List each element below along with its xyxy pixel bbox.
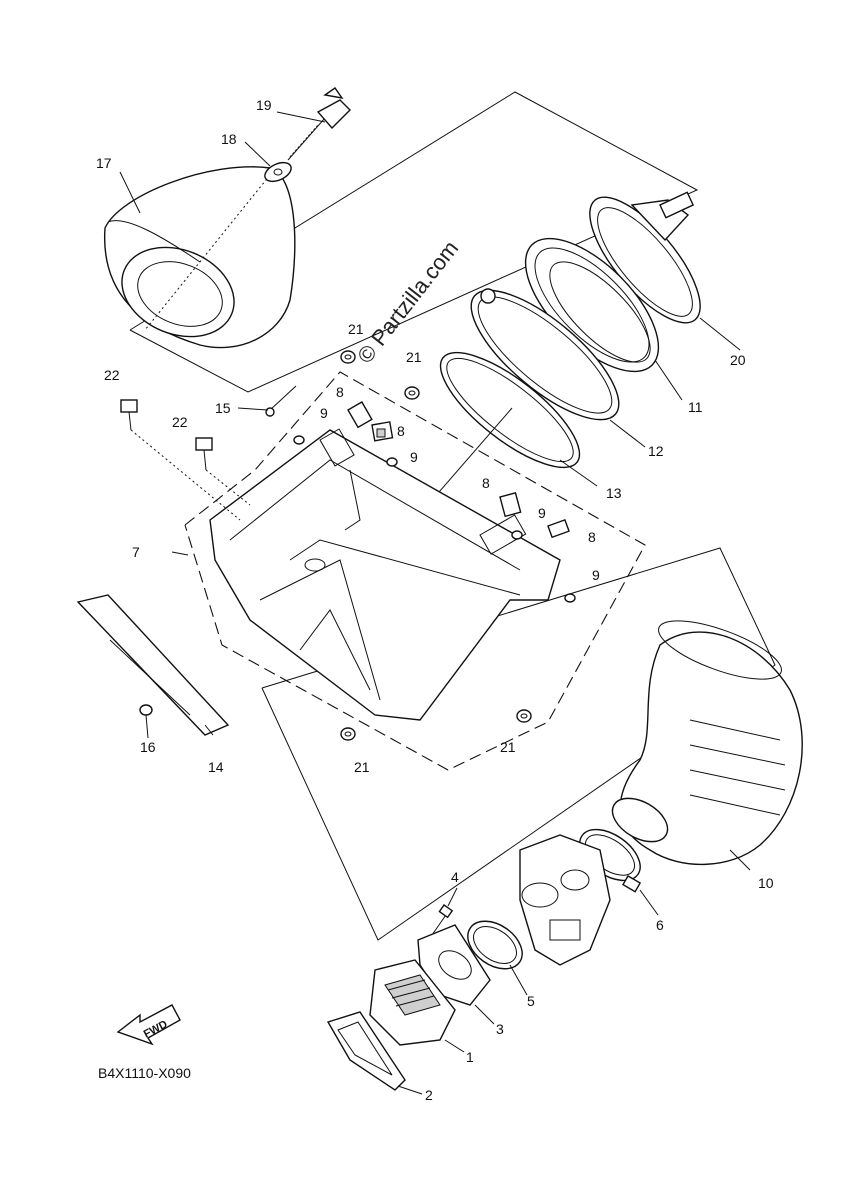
callout-17: 17 [96,155,112,171]
callout-13: 13 [606,485,622,501]
callout-12: 12 [648,443,664,459]
callout-21a: 21 [348,321,364,337]
clip-8-a[interactable] [347,401,373,429]
callout-6: 6 [656,917,664,933]
washer[interactable] [262,159,294,185]
callout-8c: 8 [482,475,490,491]
air-duct[interactable] [605,609,803,866]
callout-20: 20 [730,352,746,368]
grommet-21-d[interactable] [516,709,532,723]
fwd-arrow-icon: FWD [116,1004,181,1046]
clamp-ring[interactable] [453,270,638,440]
grommet-16[interactable] [139,704,153,716]
intake-joint[interactable] [417,924,491,1006]
reed-valve[interactable] [369,959,456,1046]
bolt-4[interactable] [431,904,454,936]
nut-9-a[interactable] [293,435,305,445]
grommet-21-b[interactable] [404,386,420,400]
callout-21d: 21 [500,739,516,755]
clip-8-b[interactable] [371,421,394,442]
callout-19: 19 [256,97,272,113]
callout-9d: 9 [592,567,600,583]
clip-8-d[interactable] [547,518,570,539]
callout-22a: 22 [104,367,120,383]
callout-10: 10 [758,875,774,891]
rivet[interactable] [265,385,297,417]
callout-3: 3 [496,1021,504,1037]
callout-9c: 9 [538,505,546,521]
callout-8a: 8 [336,384,344,400]
nut-9-d[interactable] [564,593,576,603]
callout-5: 5 [527,993,535,1009]
callout-numbers: 1 2 3 4 5 6 7 8 8 8 8 9 9 9 9 10 11 12 1… [96,97,774,1103]
carburetor-reference [519,834,611,966]
callout-15: 15 [215,400,231,416]
gasket[interactable] [326,1011,406,1091]
bolt-22-a[interactable] [120,399,138,431]
airbox-dashed-boundary [184,371,646,771]
callout-16: 16 [140,739,156,755]
bolt-22b-path [205,469,251,506]
filter-axis-line [144,174,271,331]
grommet-21-c[interactable] [340,727,356,741]
callout-14: 14 [208,759,224,775]
grommet-21-a[interactable] [340,350,356,364]
callout-7: 7 [132,544,140,560]
drawing-code: B4X1110-X090 [98,1065,191,1081]
filter-group-frame [129,91,699,393]
callout-8b: 8 [397,423,405,439]
clip-8-c[interactable] [499,492,522,518]
air-box-case[interactable] [209,428,561,721]
callout-9a: 9 [320,405,328,421]
air-filter-element[interactable] [104,166,296,353]
leader-lines [119,111,751,1095]
callout-21b: 21 [406,349,422,365]
callout-8d: 8 [588,529,596,545]
callout-2: 2 [425,1087,433,1103]
callout-22b: 22 [172,414,188,430]
callout-9b: 9 [410,449,418,465]
callout-11: 11 [688,399,703,415]
cover-plate[interactable] [76,594,230,736]
bolt-22-b[interactable] [195,437,213,471]
callout-4: 4 [451,869,459,885]
nut-9-c[interactable] [511,530,523,540]
bolt-22a-path [130,429,241,521]
callout-21c: 21 [354,759,370,775]
callout-18: 18 [221,131,237,147]
callout-1: 1 [466,1049,474,1065]
nut-9-b[interactable] [386,457,398,467]
carb-clamp[interactable] [459,911,531,978]
wing-bolt[interactable] [287,87,351,161]
